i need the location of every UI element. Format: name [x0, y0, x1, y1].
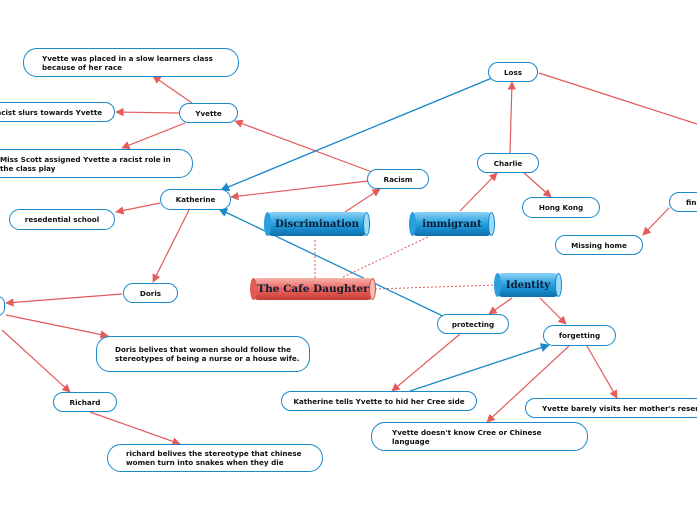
link-immigrant-charlie — [459, 172, 498, 212]
node-text: Missing home — [571, 240, 627, 250]
node-residential-school[interactable]: resedential school — [9, 209, 115, 230]
node-text: forgetting — [558, 331, 601, 340]
node-text: Yvette doesn't know Cree or Chinese lang… — [392, 427, 542, 446]
link-forgetting-creechinese — [486, 345, 570, 423]
node-cree-chinese[interactable]: Yvette doesn't know Cree or Chinese lang… — [371, 422, 588, 451]
link-finding-missinghome — [642, 207, 670, 236]
topic-discrimination-label: Discrimination — [275, 218, 359, 230]
topic-discrimination[interactable]: Discrimination — [264, 212, 370, 236]
topic-identity-label: Identity — [505, 279, 551, 291]
link-racism-katherine — [230, 180, 369, 201]
node-miss-scott-role[interactable]: Miss Scott assigned Yvette a racist role… — [0, 149, 193, 178]
link-identity-protecting — [488, 297, 513, 315]
node-protecting[interactable]: protecting — [437, 314, 509, 334]
node-text: Loss — [503, 67, 523, 77]
node-hong-kong[interactable]: Hong Kong — [522, 197, 600, 218]
node-text: Charlie — [493, 158, 523, 168]
link-protecting-katherine — [218, 208, 448, 319]
node-forgetting[interactable]: forgetting — [543, 325, 616, 346]
node-loss[interactable]: Loss — [488, 62, 538, 82]
link-katherine-doris — [152, 209, 190, 283]
link-racism-yvette — [234, 119, 373, 173]
link-forgetting-reserve — [586, 345, 618, 399]
node-charlie[interactable]: Charlie — [477, 153, 539, 173]
node-yvette[interactable]: Yvette — [179, 103, 238, 123]
link-katherine-residential — [115, 202, 161, 215]
node-doris[interactable]: Doris — [123, 283, 178, 303]
node-racism[interactable]: Racism — [367, 169, 429, 189]
node-text: Doris — [139, 288, 162, 298]
node-richard[interactable]: Richard — [53, 392, 117, 412]
node-text: Yvette barely visits her mother's reserv… — [542, 403, 697, 413]
node-text: protecting — [451, 319, 495, 329]
node-missing-home[interactable]: Missing home — [555, 235, 643, 255]
node-richard-belief[interactable]: richard belives the stereotype that chin… — [107, 444, 323, 472]
node-text: resedential school — [24, 215, 100, 224]
node-mother-reserve[interactable]: Yvette barely visits her mother's reserv… — [525, 398, 697, 418]
node-text: Richard — [69, 397, 101, 407]
link-yvette-slowclass — [152, 75, 193, 104]
node-katherine-tells-yvette[interactable]: Katherine tells Yvette to hid her Cree s… — [281, 391, 477, 411]
link-central-identity — [374, 284, 497, 290]
central-topic-cafe-daughter[interactable]: The Cafe Daughter — [250, 278, 376, 300]
link-offscreen-richard — [1, 329, 71, 393]
link-discrimination-racism — [344, 188, 381, 213]
node-text: Katherine tells Yvette to hid her Cree s… — [293, 396, 465, 406]
node-text: Katherine — [175, 195, 216, 204]
link-doris-offscreen — [5, 293, 123, 307]
node-katherine[interactable]: Katherine — [160, 189, 231, 210]
topic-immigrant[interactable]: immigrant — [409, 212, 495, 236]
node-text: Racism — [383, 174, 413, 184]
link-identity-forgetting — [539, 297, 567, 325]
link-katherinetells-forgetting — [409, 343, 550, 392]
link-offscreen-dorisbelief — [5, 314, 109, 339]
node-finding[interactable]: finding — [669, 192, 697, 212]
link-protecting-katherinetells — [391, 333, 461, 392]
topic-immigrant-label: immigrant — [422, 218, 482, 230]
link-yvette-missscott — [121, 122, 186, 150]
central-topic-label: The Cafe Daughter — [257, 283, 369, 295]
node-doris-belief[interactable]: Doris belives that women should follow t… — [96, 336, 310, 372]
node-text: Miss Scott assigned Yvette a racist role… — [0, 154, 171, 173]
node-text: Doris belives that women should follow t… — [115, 345, 300, 363]
link-yvette-slurs — [115, 107, 180, 117]
link-charlie-loss — [507, 81, 516, 154]
node-text: Yvette was placed in a slow learners cla… — [42, 53, 213, 72]
link-richard-belief — [89, 411, 181, 446]
node-racist-slurs[interactable]: Racist slurs towards Yvette — [0, 102, 115, 122]
node-text: Yvette — [195, 108, 222, 118]
node-yvette-slow-learners[interactable]: Yvette was placed in a slow learners cla… — [23, 48, 239, 77]
topic-identity[interactable]: Identity — [494, 273, 562, 297]
link-charlie-hongkong — [522, 171, 552, 198]
node-text: Hong Kong — [538, 203, 584, 212]
node-text: richard belives the stereotype that chin… — [126, 449, 302, 467]
link-loss-offscreen — [538, 72, 697, 125]
node-text: finding — [686, 197, 697, 207]
node-text: Racist slurs towards Yvette — [0, 107, 103, 117]
link-central-immigrant — [342, 236, 429, 278]
link-loss-katherine — [220, 77, 493, 192]
